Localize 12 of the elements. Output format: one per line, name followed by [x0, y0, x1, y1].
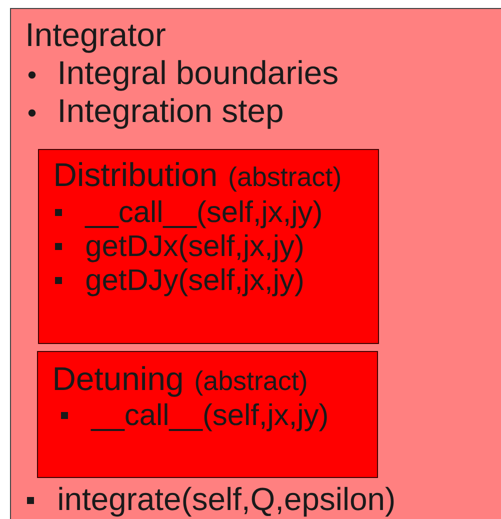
list-item: __call__(self,jx,jy) — [55, 200, 321, 228]
list-item: __call__(self,jx,jy) — [61, 403, 327, 432]
class-name: Distribution — [56, 162, 216, 186]
class-name: Detuning — [54, 366, 182, 397]
class-name: Integrator — [28, 23, 166, 53]
list-item: Integration step — [28, 98, 282, 129]
list-item: getDJy(self,jx,jy) — [55, 268, 303, 296]
list-item: integrate(self,Q,epsilon) — [27, 486, 394, 517]
list-item: Integral boundaries — [28, 60, 338, 91]
list-item: getDJx(self,jx,jy) — [55, 234, 303, 262]
stereotype-label: (abstract) — [230, 166, 340, 192]
stereotype-label: (abstract) — [196, 370, 306, 396]
